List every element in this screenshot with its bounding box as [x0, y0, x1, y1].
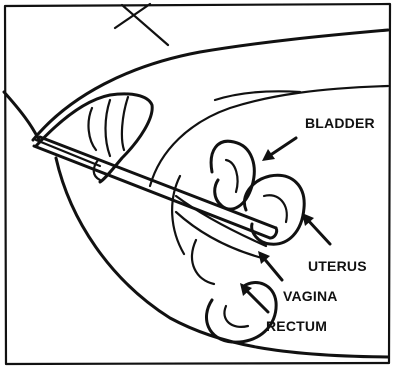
label-bladder: BLADDER	[305, 115, 375, 131]
hand-finger	[122, 97, 128, 150]
uterus-inner	[264, 195, 287, 222]
arrow-uterus	[302, 213, 330, 244]
applicator-tube	[34, 146, 270, 238]
rectum-inner	[224, 306, 248, 327]
arrow-rectum	[240, 283, 268, 312]
bladder	[211, 141, 254, 209]
label-rectum: RECTUM	[266, 318, 327, 334]
buttock-outline	[150, 86, 388, 186]
pelvic-curve	[192, 240, 214, 284]
label-vagina: VAGINA	[283, 288, 338, 304]
applicator-tip	[270, 228, 277, 238]
bladder-inner	[226, 160, 238, 192]
body-outline	[4, 92, 40, 142]
label-uterus: UTERUS	[308, 258, 367, 274]
arrow-vagina	[258, 251, 282, 280]
arrow-bladder	[262, 138, 296, 161]
background-line	[122, 5, 168, 45]
applicator-plunger	[36, 140, 100, 166]
hand-finger	[89, 108, 96, 150]
hand-finger	[106, 100, 111, 156]
